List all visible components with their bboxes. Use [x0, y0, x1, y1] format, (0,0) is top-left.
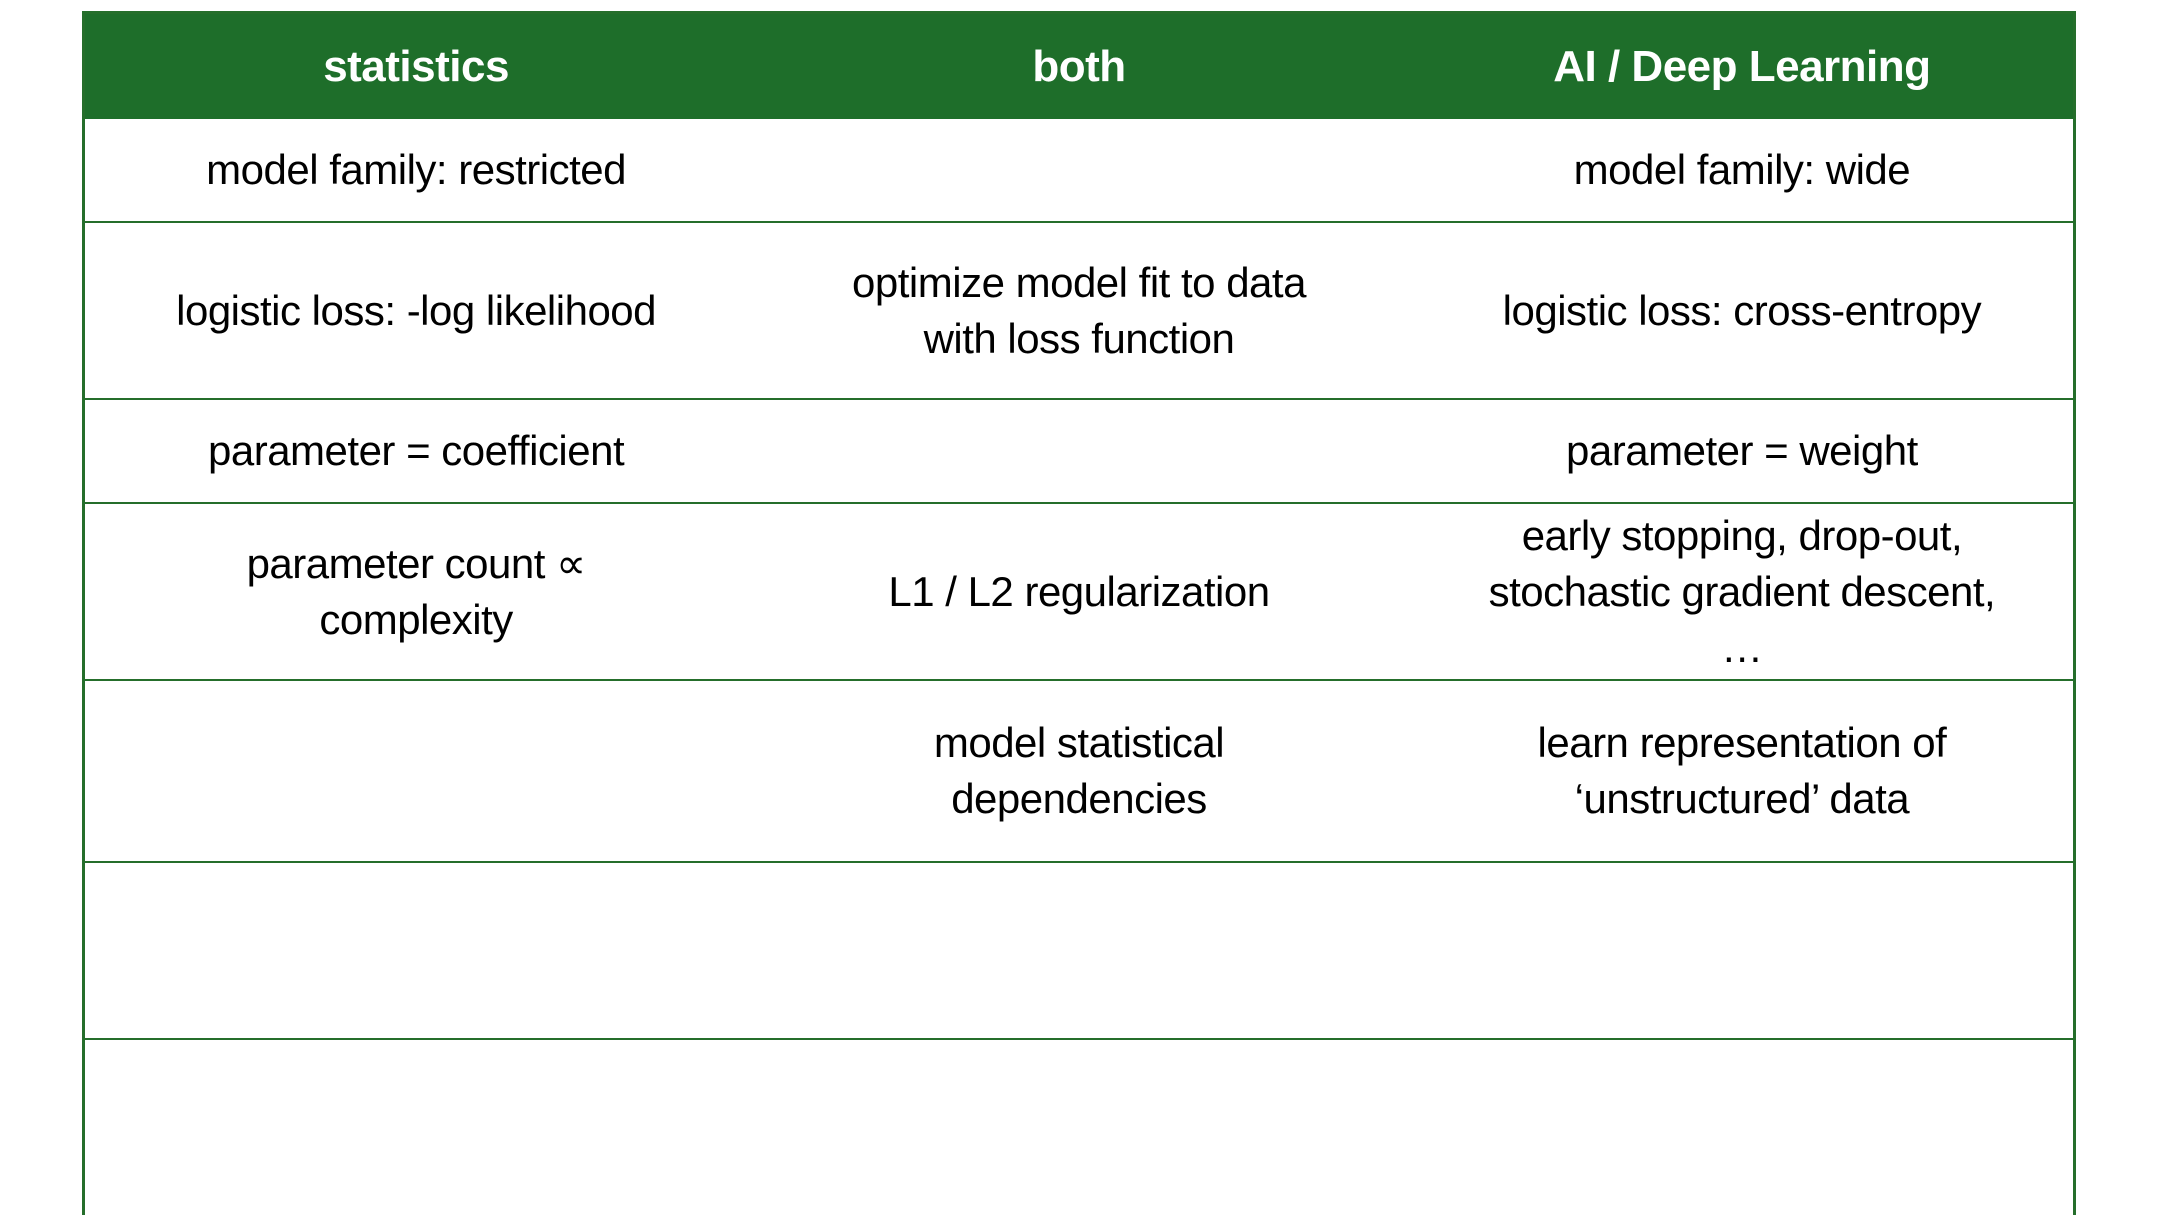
cell-ai-learn-representation: learn representation of ‘unstructured’ d… [1410, 680, 2075, 863]
cell-empty [1410, 862, 2075, 1040]
cell-ai-model-family: model family: wide [1410, 119, 2075, 223]
table-row-empty-1 [83, 862, 2075, 1040]
cell-ai-logistic-loss: logistic loss: cross-entropy [1410, 222, 2075, 400]
table-row-empty-2 [83, 1039, 2075, 1215]
cell-empty [1410, 1039, 2075, 1215]
cell-empty [747, 862, 1411, 1040]
table-header-row: statistics both AI / Deep Learning [83, 12, 2075, 119]
cell-ai-parameter: parameter = weight [1410, 399, 2075, 504]
cell-both-empty [747, 119, 1411, 223]
cell-statistics-parameter: parameter = coefficient [83, 399, 748, 504]
cell-statistics-model-family: model family: restricted [83, 119, 748, 223]
cell-ai-early-stopping: early stopping, drop-out, stochastic gra… [1410, 503, 2075, 681]
cell-statistics-logistic-loss: logistic loss: -log likelihood [83, 222, 748, 400]
table-row-logistic-loss: logistic loss: -log likelihood optimize … [83, 222, 2075, 400]
column-header-statistics: statistics [83, 12, 748, 119]
table-row-dependencies: model statistical dependencies learn rep… [83, 680, 2075, 863]
cell-both-regularization: L1 / L2 regularization [747, 503, 1411, 681]
cell-both-empty [747, 399, 1411, 504]
table-row-regularization: parameter count ∝ complexity L1 / L2 reg… [83, 503, 2075, 681]
table-row-parameter: parameter = coefficient parameter = weig… [83, 399, 2075, 504]
cell-empty [83, 1039, 748, 1215]
cell-both-statistical-dependencies: model statistical dependencies [747, 680, 1411, 863]
comparison-table: statistics both AI / Deep Learning model… [82, 11, 2076, 1215]
cell-statistics-parameter-count: parameter count ∝ complexity [83, 503, 748, 681]
cell-empty [83, 862, 748, 1040]
cell-both-optimize-fit: optimize model fit to data with loss fun… [747, 222, 1411, 400]
column-header-both: both [747, 12, 1411, 119]
cell-statistics-empty [83, 680, 748, 863]
column-header-ai-deep-learning: AI / Deep Learning [1410, 12, 2075, 119]
table-row-model-family: model family: restricted model family: w… [83, 119, 2075, 223]
cell-empty [747, 1039, 1411, 1215]
